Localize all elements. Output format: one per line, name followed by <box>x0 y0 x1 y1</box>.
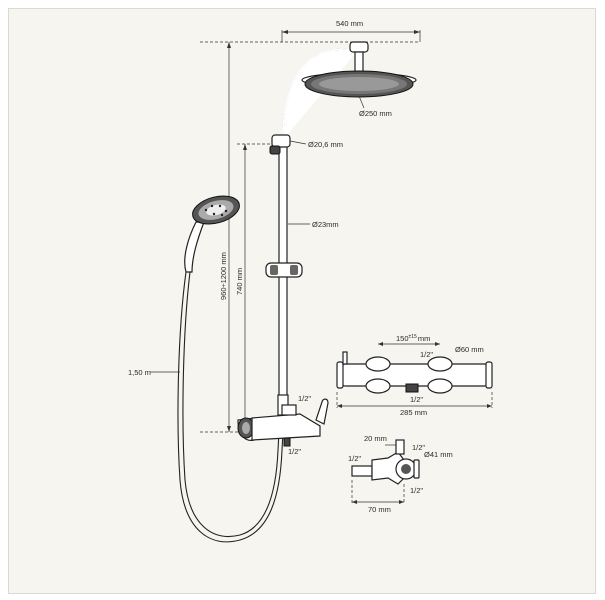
spacing-tolerance: ±15 <box>409 334 418 340</box>
hand-shower <box>184 195 240 273</box>
spacing-value: 150 <box>396 334 409 343</box>
eccentric-thread-bottom-label: 1/2" <box>410 486 423 495</box>
head-diameter-label: Ø250 mm <box>359 109 392 118</box>
total-height-label: 960÷1200 mm <box>219 252 228 300</box>
hose-length-label: 1,50 m <box>128 368 151 377</box>
spacing-text: 150±15mm <box>396 334 430 343</box>
inlet-bottom-label: 1/2" <box>288 447 301 456</box>
inlet-top-label: 1/2" <box>298 394 311 403</box>
mixer-diameter-label: Ø60 mm <box>455 345 484 354</box>
eccentric-thread-left-label: 1/2" <box>348 454 361 463</box>
rail-height-dimension: 740 mm <box>235 143 276 432</box>
rail-height-label: 740 mm <box>235 268 244 295</box>
eccentric-length-label: 70 mm <box>368 505 391 514</box>
mixer-inlet-label: 1/2" <box>420 350 433 359</box>
eccentric-thread-top-label: 1/2" <box>412 443 425 452</box>
wall-mixer: 1/2" 1/2" <box>237 394 329 456</box>
arm-diameter-label: Ø20,6 mm <box>308 140 343 149</box>
mixer-detail: 150±15mm 1/2" Ø60 mm 1/2" 285 mm <box>336 334 493 417</box>
eccentric-detail: 20 mm 1/2" Ø41 mm 1/2" 1/2" 70 mm <box>348 434 453 514</box>
mixer-length-label: 285 mm <box>400 408 427 417</box>
overhead-shower: Ø250 mm <box>282 41 417 141</box>
total-height-dimension: 960÷1200 mm <box>219 42 231 432</box>
rail-diameter-label: Ø23mm <box>312 220 339 229</box>
eccentric-offset-label: 20 mm <box>364 434 387 443</box>
shower-hose: 1,50 m <box>128 271 284 543</box>
width-top-label: 540 mm <box>336 19 363 28</box>
shower-rail: Ø20,6 mm Ø23mm <box>265 134 343 429</box>
mixer-outlet-label: 1/2" <box>410 395 423 404</box>
spacing-unit: mm <box>418 334 431 343</box>
width-dimension: 540 mm <box>200 19 421 43</box>
eccentric-flange-label: Ø41 mm <box>424 450 453 459</box>
